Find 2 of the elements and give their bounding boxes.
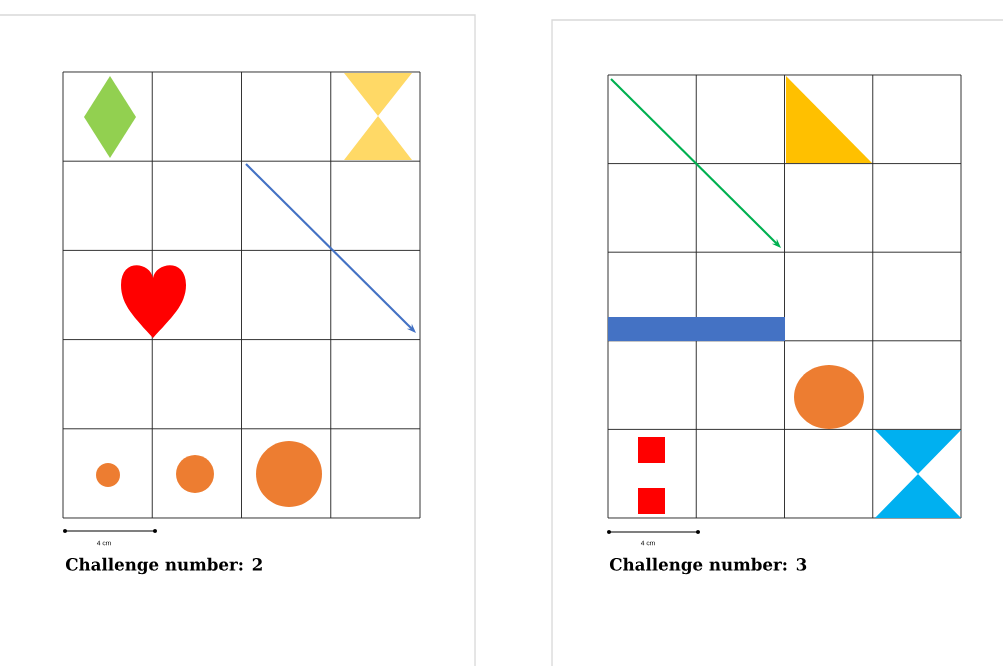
challenge-title: Challenge number: 2 bbox=[65, 557, 262, 575]
challenge-title: Challenge number: 3 bbox=[609, 557, 807, 575]
